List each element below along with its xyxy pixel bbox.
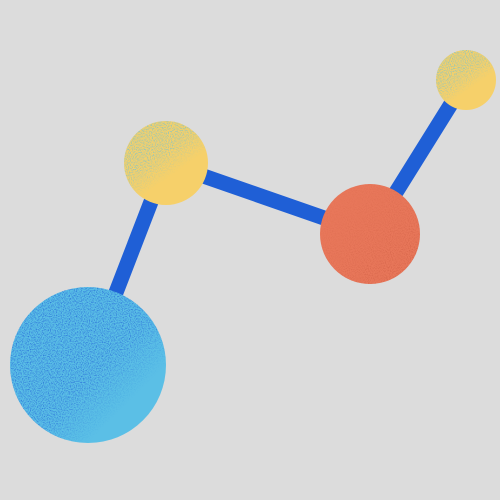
atom-small-yellow-right-speckle [436,50,496,110]
atom-orange-speckle [320,184,420,284]
atom-small-yellow-left-speckle [124,121,208,205]
atom-small-yellow-right [436,50,496,110]
atom-large-blue [10,287,166,443]
atom-large-blue-speckle [10,287,166,443]
atom-small-yellow-left [124,121,208,205]
atom-orange [320,184,420,284]
